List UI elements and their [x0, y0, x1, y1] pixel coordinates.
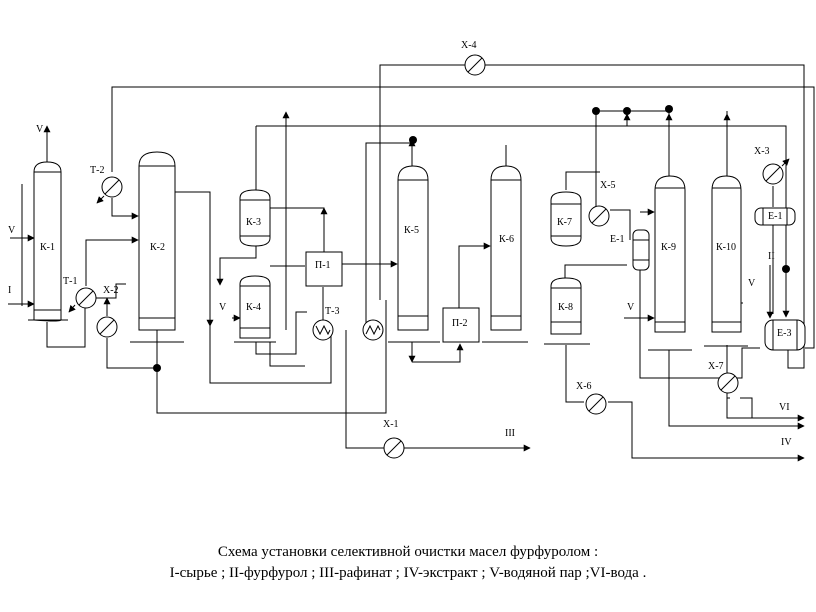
stream-v-k1: V	[8, 225, 16, 236]
column-k8	[544, 277, 590, 345]
cooler-x3	[762, 163, 784, 185]
column-k10	[704, 175, 748, 347]
separator-e1-small	[632, 229, 650, 271]
stream-v-k4: V	[219, 302, 227, 313]
stream-v-k10: V	[748, 278, 756, 289]
stream-v-top: V	[36, 124, 44, 135]
label-e1b: Е-1	[768, 211, 782, 222]
label-x6: Х-6	[576, 381, 592, 392]
label-x2: Х-2	[103, 285, 119, 296]
cooler-x1	[383, 437, 405, 459]
label-x3: Х-3	[754, 146, 770, 157]
column-k2	[130, 151, 184, 343]
label-k1: К-1	[40, 242, 55, 253]
caption-title: Схема установки селективной очистки масе…	[217, 544, 599, 560]
stream-iv: IV	[781, 437, 792, 448]
label-x1: Х-1	[383, 419, 399, 430]
vessel-e3	[764, 319, 806, 351]
exchanger-t1	[75, 287, 97, 309]
label-k2: К-2	[150, 242, 165, 253]
piping	[8, 64, 815, 462]
column-k3	[239, 189, 271, 247]
furnace-p2	[442, 307, 480, 343]
column-k9	[648, 175, 692, 351]
column-k5	[388, 165, 440, 343]
label-x5: Х-5	[600, 180, 616, 191]
exchanger-t3	[312, 319, 334, 341]
cooler-x2	[96, 316, 118, 338]
cooler-x5	[588, 205, 610, 227]
furnace-p1	[305, 251, 343, 287]
column-k7	[550, 191, 582, 247]
label-k9: К-9	[661, 242, 676, 253]
label-k6: К-6	[499, 234, 514, 245]
cooler-x6	[585, 393, 607, 415]
label-k7: К-7	[557, 217, 572, 228]
label-e3: Е-3	[777, 328, 791, 339]
label-k3: К-3	[246, 217, 261, 228]
label-e1: Е-1	[610, 234, 624, 245]
label-t2: Т-2	[90, 165, 104, 176]
stream-i: I	[8, 285, 11, 296]
cooler-x7	[717, 372, 739, 394]
stream-vi: VI	[779, 402, 790, 413]
column-k4	[234, 275, 276, 343]
stream-labels: V V I V V V II III IV VI	[8, 124, 792, 448]
label-p1: П-1	[315, 260, 331, 271]
column-k6	[482, 165, 528, 343]
label-k8: К-8	[558, 302, 573, 313]
label-t1: Т-1	[63, 276, 77, 287]
unit-labels: К-1 К-2 К-3 К-4 К-5 К-6 К-7 К-8 К-9 К-10…	[40, 40, 791, 430]
label-t3: Т-3	[325, 306, 339, 317]
stream-v-k9: V	[627, 302, 635, 313]
label-p2: П-2	[452, 318, 468, 329]
label-x4: Х-4	[461, 40, 477, 51]
header-arrows	[282, 111, 731, 130]
label-k4: К-4	[246, 302, 261, 313]
caption-legend: I-сырье ; II-фурфурол ; III-рафинат ; IV…	[169, 565, 647, 581]
label-k10: К-10	[716, 242, 736, 253]
label-x7: Х-7	[708, 361, 724, 372]
cooler-x4	[464, 54, 486, 76]
column-k1	[28, 161, 68, 322]
junction-dots	[153, 105, 790, 372]
stream-ii: II	[768, 251, 775, 262]
stream-iii: III	[505, 428, 515, 439]
label-k5: К-5	[404, 225, 419, 236]
vessel-e1	[754, 207, 796, 226]
exchanger-t3b	[362, 319, 384, 341]
exchanger-t2	[101, 176, 123, 198]
